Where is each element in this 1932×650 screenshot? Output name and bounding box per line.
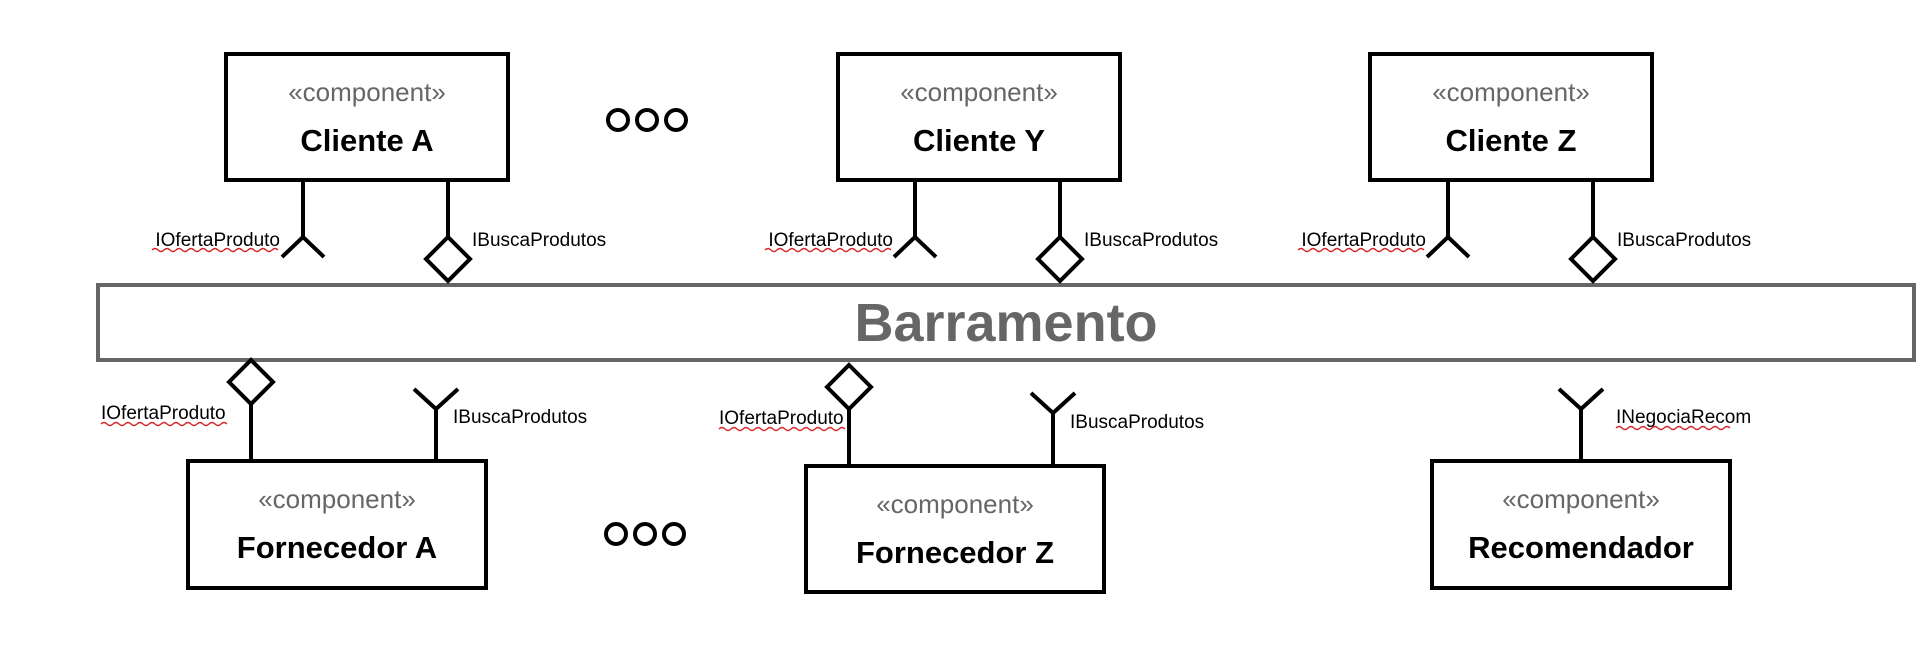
cliente-a-provided-busca: IBuscaProdutos (423, 180, 606, 284)
ellipsis-bottom (604, 522, 686, 546)
iface-label-busca: IBuscaProdutos (1084, 230, 1218, 251)
fornecedor-a-required-busca: IBuscaProdutos (412, 387, 587, 461)
iface-label-negocia: INegociaRecom (1616, 407, 1751, 428)
cliente-y-name: Cliente Y (913, 123, 1045, 158)
iface-label-oferta: IOfertaProduto (719, 408, 844, 429)
spellcheck-squiggle (151, 247, 279, 253)
component-fornecedor-a: «component» Fornecedor A (186, 459, 488, 590)
ellipsis-dot (606, 108, 630, 132)
fornecedor-z-required-busca: IBuscaProdutos (1029, 391, 1204, 466)
iface-label-oferta: IOfertaProduto (768, 230, 893, 251)
iface-label-busca: IBuscaProdutos (1617, 230, 1751, 251)
cliente-a-stereotype: «component» (288, 77, 446, 107)
fornecedor-z-provided-oferta: IOfertaProduto (718, 362, 874, 466)
fornecedor-a-name: Fornecedor A (237, 530, 437, 565)
cliente-y-required-oferta: IOfertaProduto (764, 180, 938, 259)
recomendador-stereotype: «component» (1502, 484, 1660, 514)
component-cliente-a: «component» Cliente A (224, 52, 510, 182)
fornecedor-z-stereotype: «component» (876, 489, 1034, 519)
cliente-a-name: Cliente A (300, 123, 433, 158)
ellipsis-dot (635, 108, 659, 132)
cliente-z-name: Cliente Z (1446, 123, 1577, 158)
spellcheck-squiggle (718, 426, 846, 432)
cliente-y-box (836, 52, 1122, 182)
component-cliente-y: «component» Cliente Y (836, 52, 1122, 182)
fornecedor-a-stereotype: «component» (258, 484, 416, 514)
component-recomendador: «component» Recomendador (1430, 459, 1732, 590)
cliente-y-stereotype: «component» (900, 77, 1058, 107)
bus: Barramento (96, 283, 1916, 362)
ellipsis-dot (662, 522, 686, 546)
fornecedor-z-box (804, 464, 1106, 594)
spellcheck-squiggle (764, 247, 892, 253)
fornecedor-a-provided-oferta: IOfertaProduto (100, 357, 276, 461)
iface-label-oferta: IOfertaProduto (101, 403, 226, 424)
iface-label-busca: IBuscaProdutos (1070, 412, 1204, 433)
fornecedor-z-name: Fornecedor Z (856, 535, 1054, 570)
recomendador-box (1430, 459, 1732, 590)
component-cliente-z: «component» Cliente Z (1368, 52, 1654, 182)
cliente-z-box (1368, 52, 1654, 182)
cliente-z-stereotype: «component» (1432, 77, 1590, 107)
ellipsis-top (606, 108, 688, 132)
iface-label-busca: IBuscaProdutos (472, 230, 606, 251)
bus-label: Barramento (854, 293, 1157, 353)
iface-label-oferta: IOfertaProduto (155, 230, 280, 251)
ellipsis-dot (633, 522, 657, 546)
cliente-y-provided-busca: IBuscaProdutos (1035, 180, 1218, 284)
iface-label-oferta: IOfertaProduto (1301, 230, 1426, 251)
cliente-a-box (224, 52, 510, 182)
component-fornecedor-z: «component» Fornecedor Z (804, 464, 1106, 594)
cliente-z-provided-busca: IBuscaProdutos (1568, 180, 1751, 284)
spellcheck-squiggle (100, 421, 228, 427)
cliente-z-required-oferta: IOfertaProduto (1297, 180, 1471, 259)
fornecedor-a-box (186, 459, 488, 590)
iface-label-busca: IBuscaProdutos (453, 407, 587, 428)
ellipsis-dot (604, 522, 628, 546)
recomendador-name: Recomendador (1468, 530, 1694, 565)
spellcheck-squiggle (1297, 247, 1425, 253)
spellcheck-squiggle (1615, 425, 1731, 431)
recomendador-required-negocia: INegociaRecom (1557, 387, 1751, 461)
ellipsis-dot (664, 108, 688, 132)
bus-rect (96, 283, 1916, 362)
cliente-a-required-oferta: IOfertaProduto (151, 180, 326, 259)
